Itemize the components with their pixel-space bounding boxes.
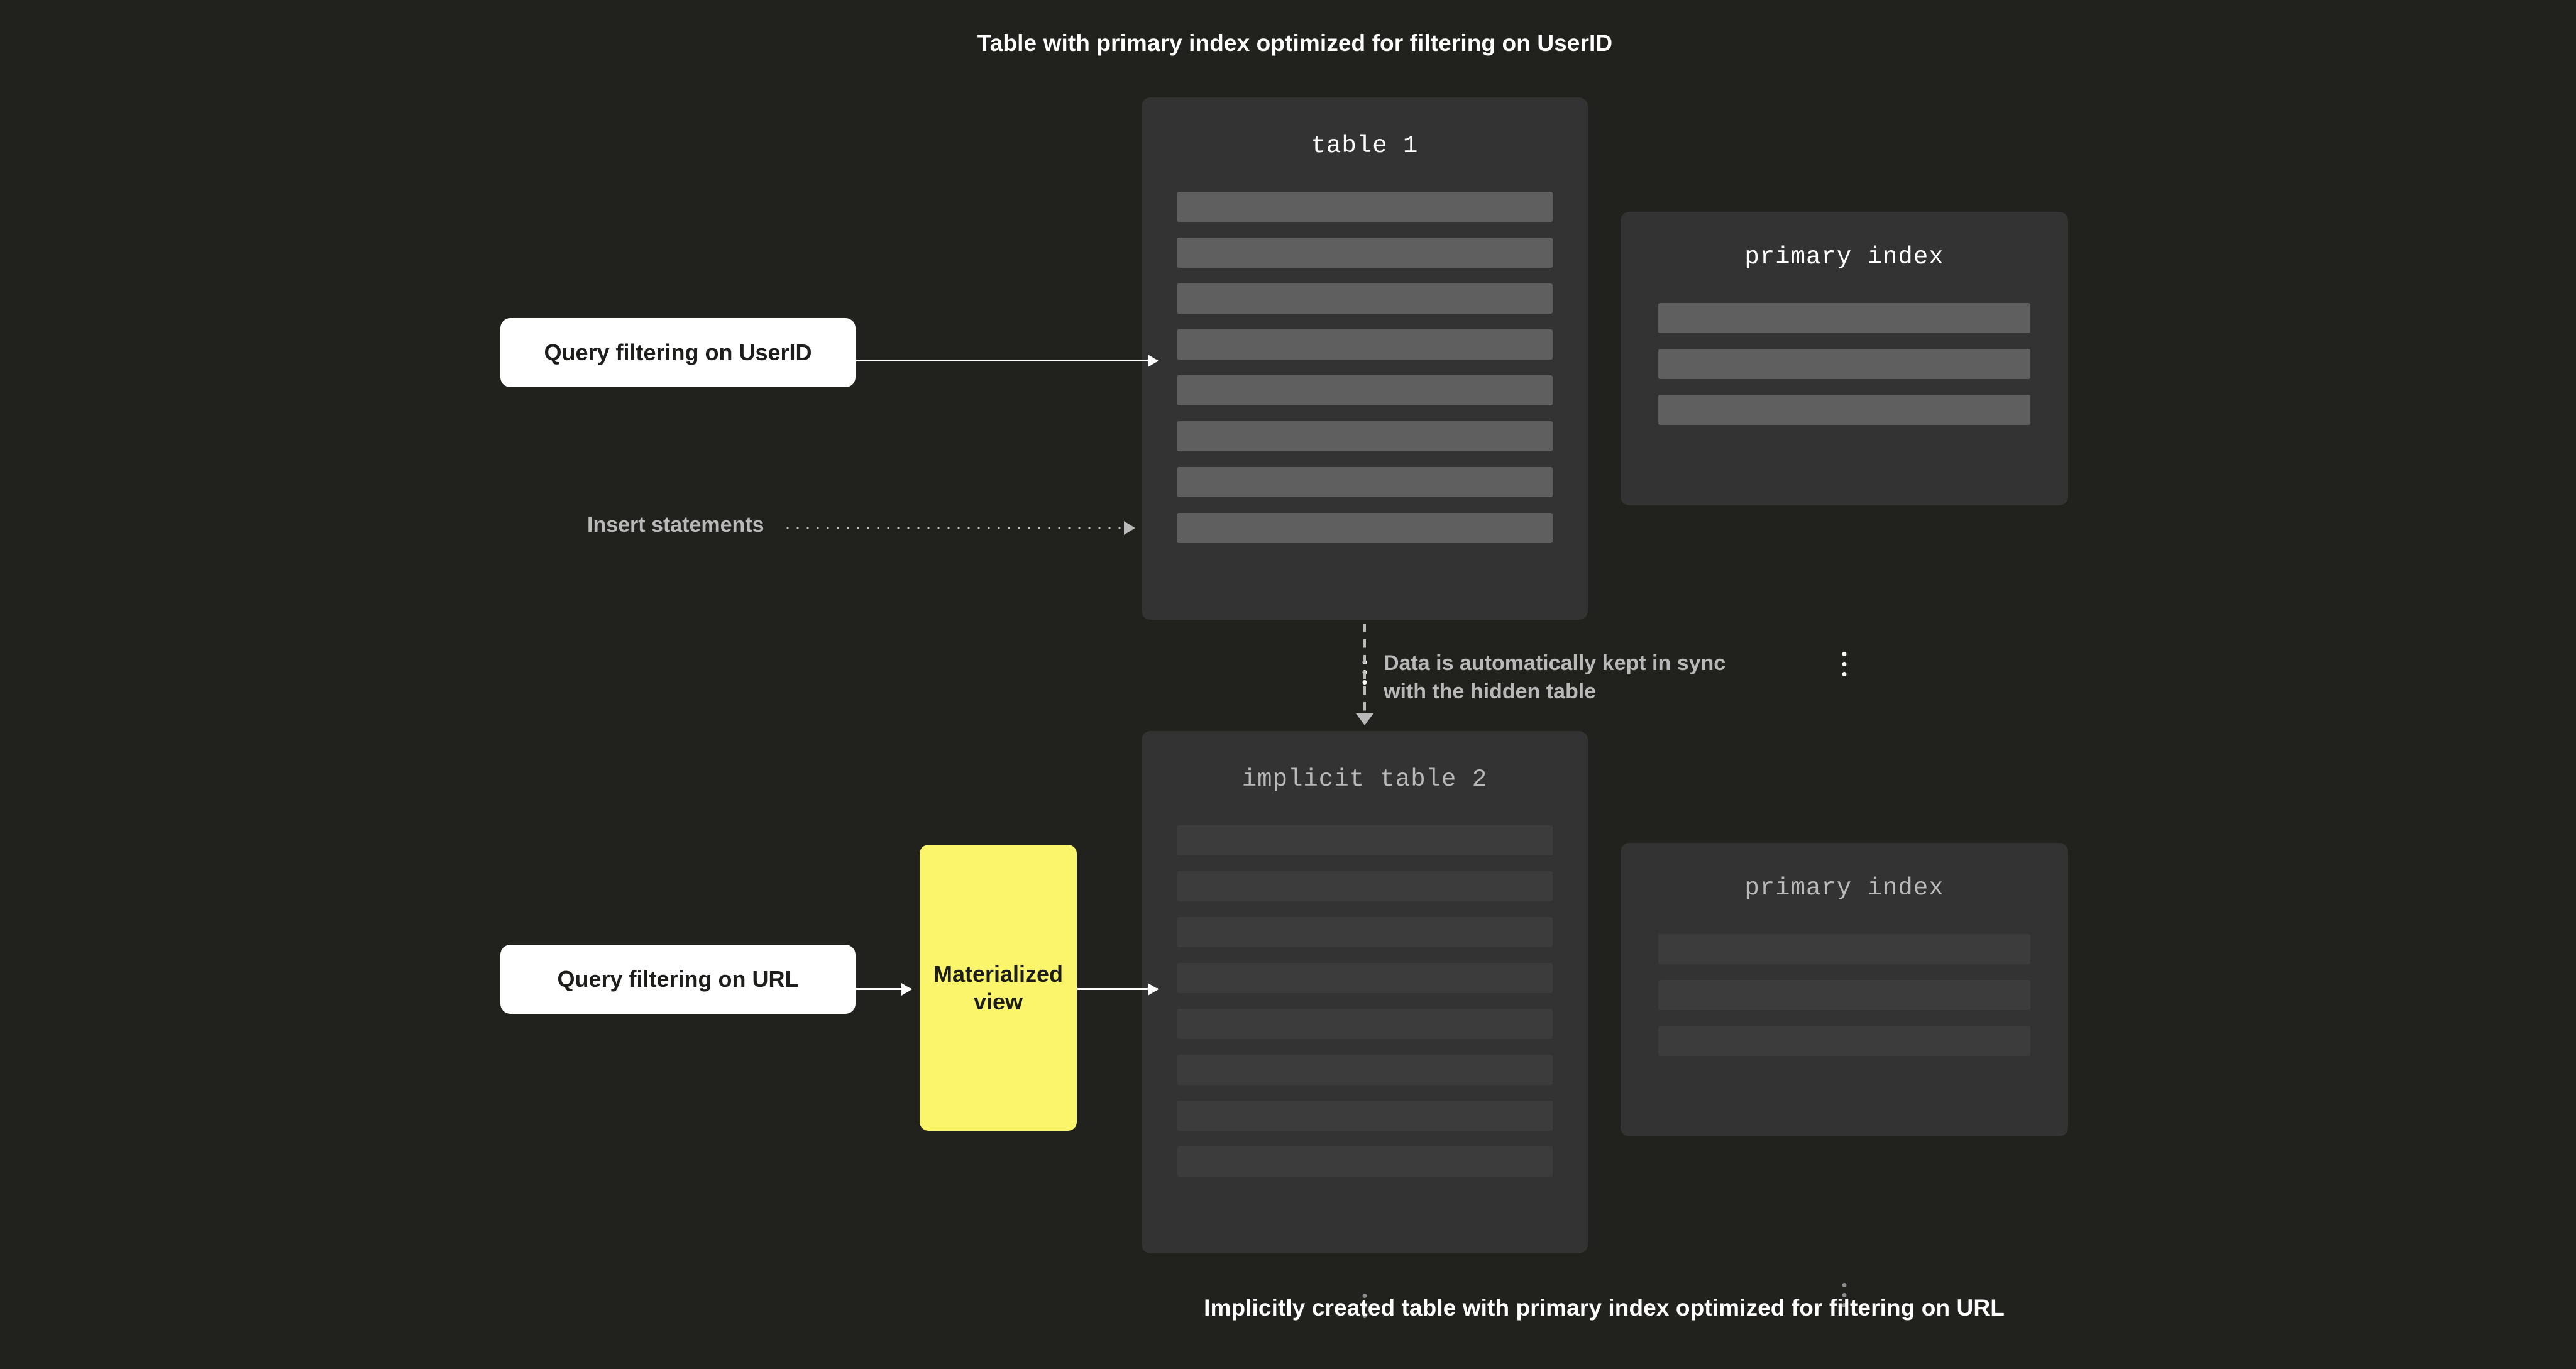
arrow-sync-table1-to-table2 <box>1363 624 1366 717</box>
table-row <box>1658 934 2030 964</box>
table-row <box>1177 963 1553 993</box>
primary-index-1-rows <box>1658 303 2030 441</box>
table-row <box>1658 395 2030 425</box>
table-row <box>1658 303 2030 333</box>
sync-note-label: Data is automatically kept in sync with … <box>1384 651 1726 703</box>
table-row <box>1658 349 2030 379</box>
materialized-view-box[interactable]: Materialized view <box>920 845 1077 1131</box>
arrow-query-url-to-materialized-view <box>856 988 911 990</box>
table-2-rows <box>1177 825 1553 1192</box>
table-row <box>1177 467 1553 497</box>
table-row <box>1177 1055 1553 1085</box>
table-row <box>1177 329 1553 360</box>
table-row <box>1177 283 1553 314</box>
query-filtering-userid-box[interactable]: Query filtering on UserID <box>500 318 856 387</box>
primary-index-2-title: primary index <box>1744 874 1944 902</box>
vertical-ellipsis-icon <box>1842 1283 1847 1307</box>
table-row <box>1177 825 1553 855</box>
arrow-materialized-view-to-table2 <box>1077 988 1158 990</box>
top-caption: Table with primary index optimized for f… <box>977 30 1613 56</box>
table-row <box>1177 375 1553 405</box>
table-1-rows <box>1177 192 1553 559</box>
table-2-title: implicit table 2 <box>1241 766 1488 793</box>
table-row <box>1177 1101 1553 1131</box>
table-row <box>1177 1146 1553 1177</box>
table-2-card: implicit table 2 <box>1142 731 1588 1318</box>
table-row <box>1177 421 1553 451</box>
table-row <box>1177 871 1553 901</box>
vertical-ellipsis-icon <box>1842 652 1847 676</box>
table-row <box>1177 1009 1553 1039</box>
table-row <box>1658 980 2030 1010</box>
bottom-caption: Implicitly created table with primary in… <box>1204 1295 2005 1321</box>
table-row <box>1177 917 1553 947</box>
query-filtering-url-box[interactable]: Query filtering on URL <box>500 945 856 1014</box>
arrow-query-userid-to-table1 <box>856 360 1158 361</box>
primary-index-2-card: primary index <box>1621 843 2068 1307</box>
primary-index-1-card: primary index <box>1621 212 2068 676</box>
table-1-title: table 1 <box>1311 132 1419 160</box>
table-row <box>1177 192 1553 222</box>
arrow-insert-statements-to-table1 <box>783 527 1131 529</box>
vertical-ellipsis-icon <box>1362 1294 1367 1318</box>
primary-index-1-title: primary index <box>1744 243 1944 271</box>
table-1-card: table 1 <box>1142 97 1588 684</box>
table-row <box>1658 1026 2030 1056</box>
table-row <box>1177 238 1553 268</box>
primary-index-2-rows <box>1658 934 2030 1072</box>
table-row <box>1177 513 1553 543</box>
insert-statements-label: Insert statements <box>587 513 764 537</box>
